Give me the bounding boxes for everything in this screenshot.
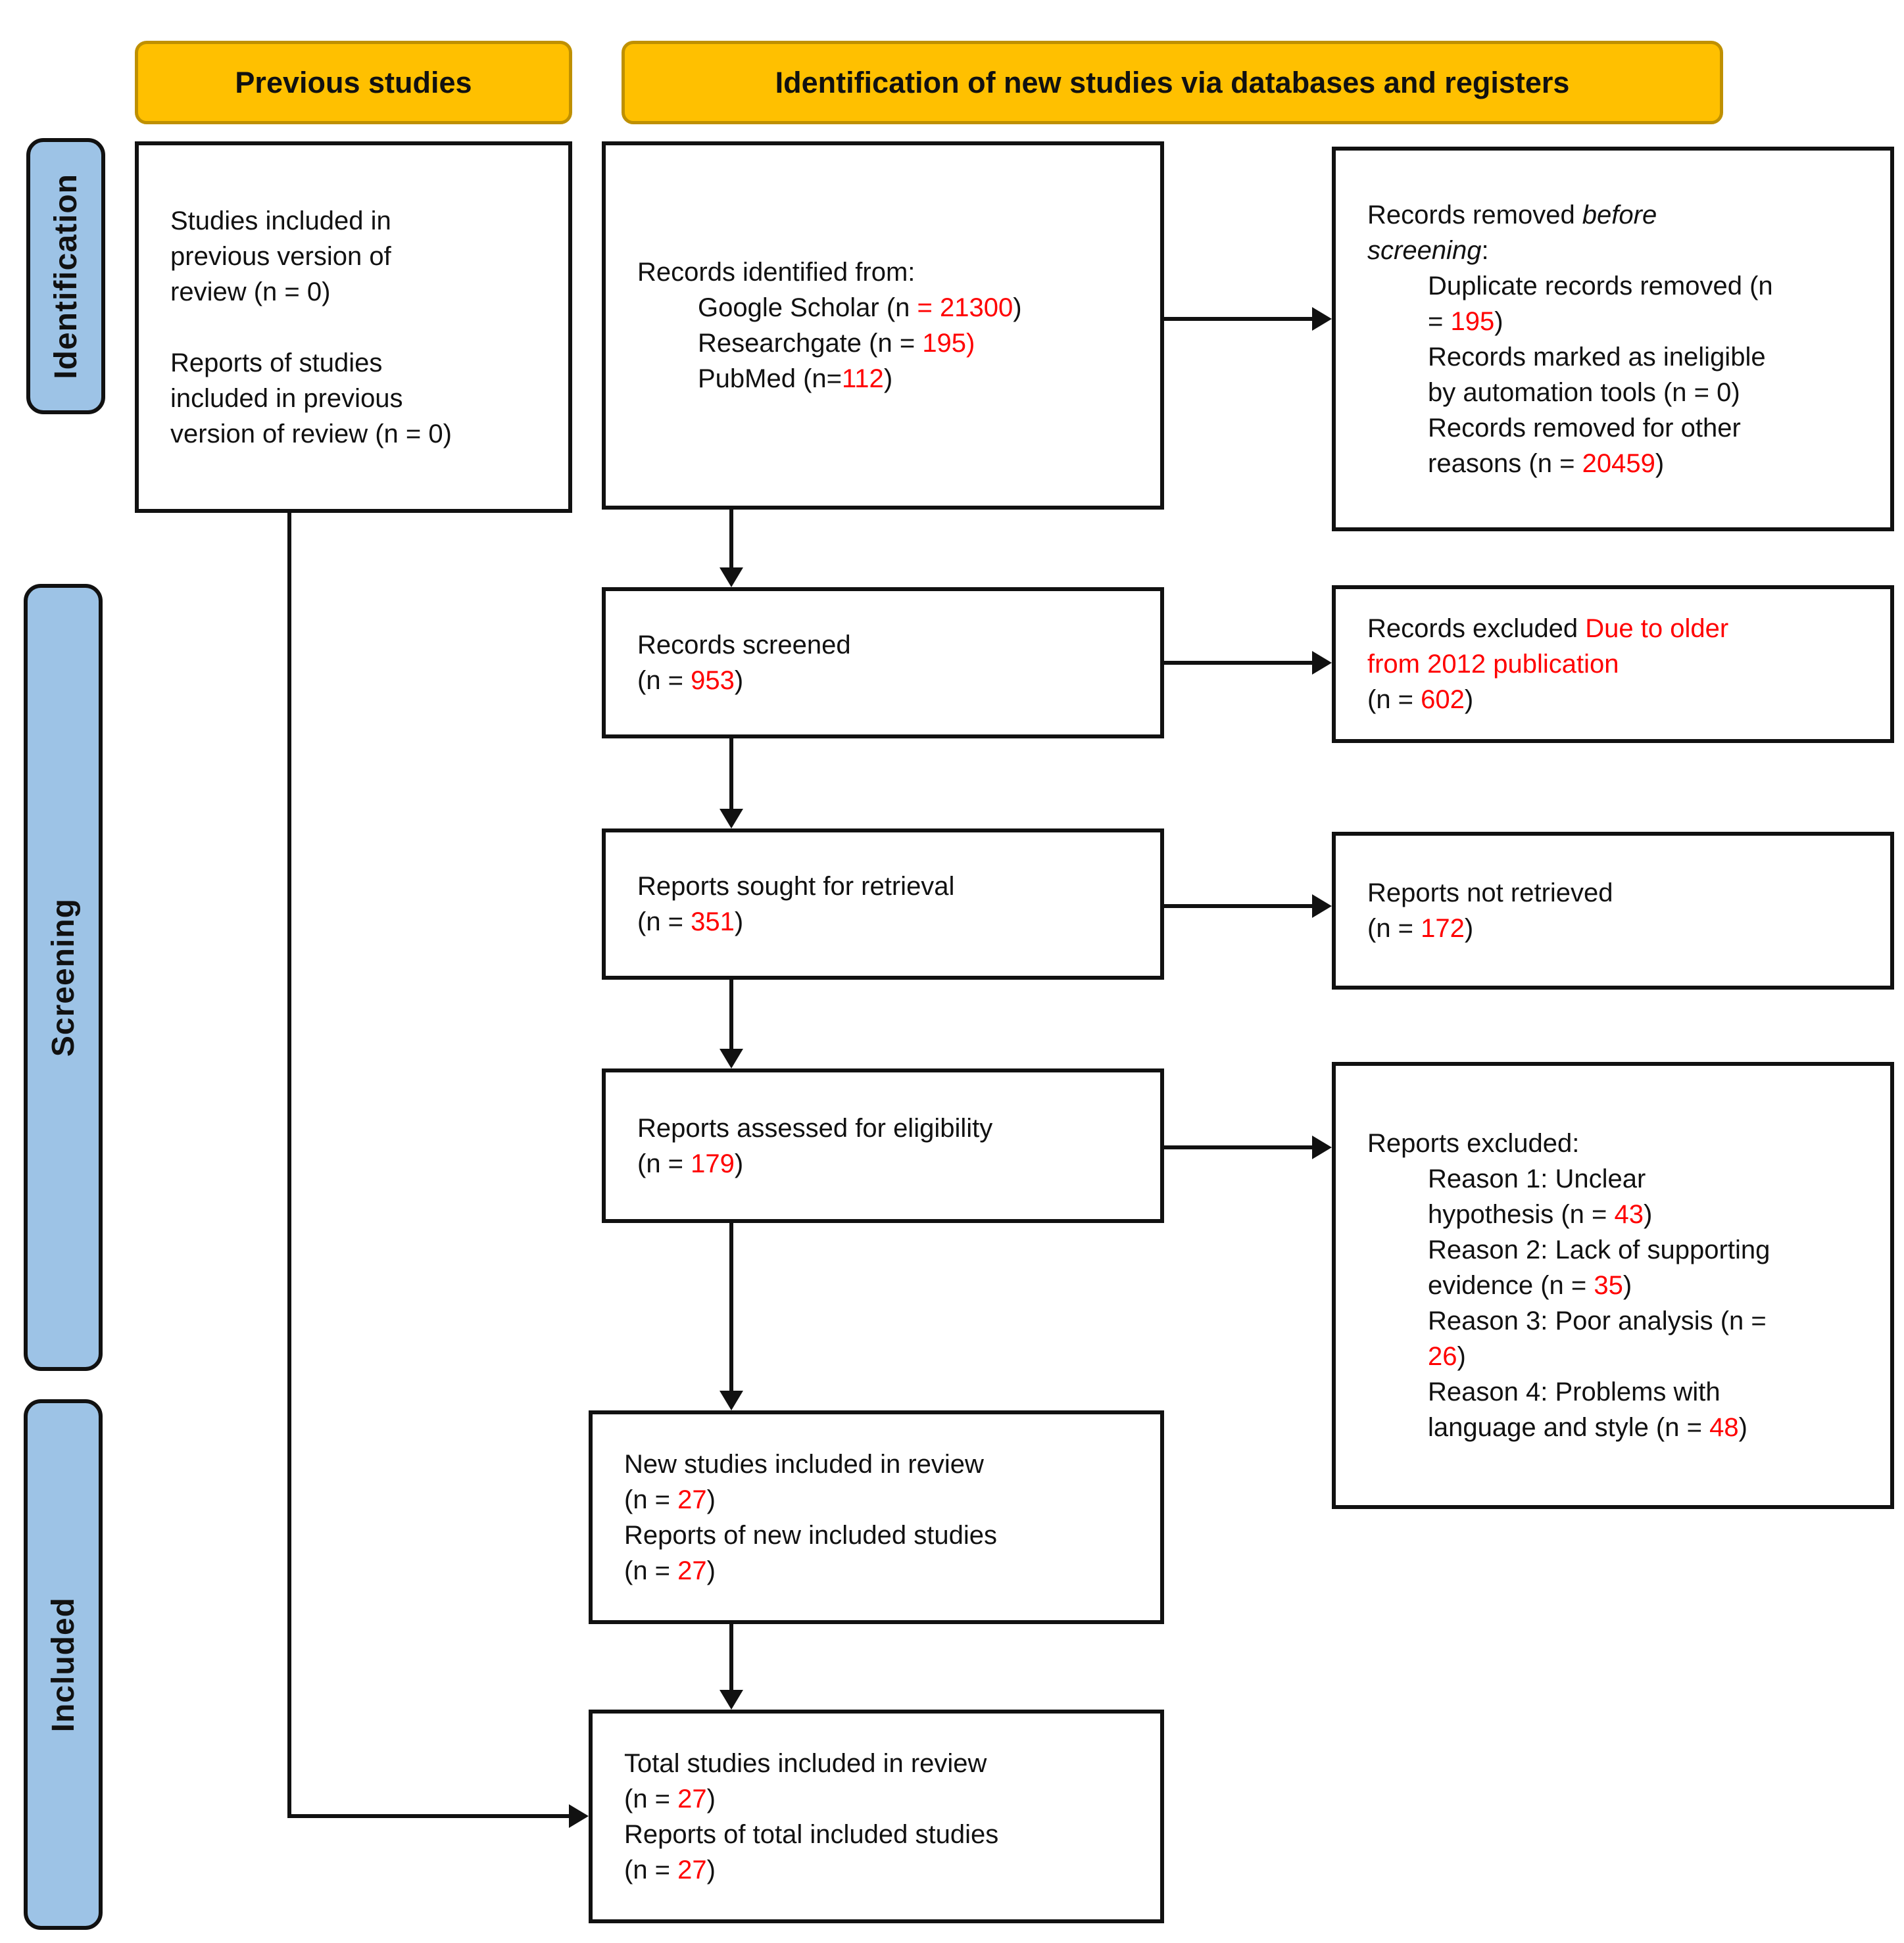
text-line: (n = 179) xyxy=(637,1149,744,1178)
box-reports-sought: Reports sought for retrieval (n = 351) xyxy=(602,828,1164,980)
sidebar-phase-identification: Identification xyxy=(26,138,105,414)
text-line: language and style (n = 48) xyxy=(1428,1413,1747,1442)
text-line: PubMed (n=112) xyxy=(698,364,893,393)
text-line: (n = 953) xyxy=(637,666,744,695)
text-line: Duplicate records removed (n xyxy=(1428,271,1773,300)
text-line: evidence (n = 35) xyxy=(1428,1271,1632,1300)
header-previous-studies: Previous studies xyxy=(135,41,572,124)
arrowhead-sought-to-assessed xyxy=(720,1049,743,1068)
text-line: version of review (n = 0) xyxy=(170,419,452,448)
text-line: Reports sought for retrieval xyxy=(637,872,955,901)
arrowhead-new-to-total-studies xyxy=(720,1690,743,1710)
text-line: New studies included in review xyxy=(624,1449,984,1479)
box-new-studies-included: New studies included in review (n = 27) Re… xyxy=(589,1410,1164,1624)
text-line: Studies included in xyxy=(170,206,391,235)
text-line: Reason 3: Poor analysis (n = xyxy=(1428,1307,1767,1335)
box-records-removed: Records removed before screening: Duplicat… xyxy=(1332,147,1894,531)
box-total-studies-included: Total studies included in review (n = 27)… xyxy=(589,1710,1164,1923)
text-line: (n = 172) xyxy=(1367,914,1474,943)
arrowhead-sought-to-not-retrieved xyxy=(1312,894,1332,918)
header-previous-studies-label: Previous studies xyxy=(235,65,472,99)
box-records-screened: Records screened (n = 953) xyxy=(602,587,1164,738)
box-reports-not-retrieved: Reports not retrieved (n = 172) xyxy=(1332,832,1894,990)
text-line: Records excluded Due to older xyxy=(1367,614,1729,643)
sidebar-phase-screening: Screening xyxy=(24,584,103,1371)
text-line: = 195) xyxy=(1428,306,1503,336)
box-reports-assessed: Reports assessed for eligibility (n = 179… xyxy=(602,1068,1164,1223)
arrowhead-identified-to-removed xyxy=(1312,307,1332,331)
arrowhead-assessed-to-new-studies xyxy=(720,1391,743,1410)
text-line: Reports excluded: xyxy=(1367,1129,1580,1158)
text-line: Records marked as ineligible xyxy=(1428,342,1766,372)
arrowhead-screened-to-sought xyxy=(720,809,743,828)
header-identification-new-studies-label: Identification of new studies via databa… xyxy=(775,65,1570,99)
text-line: Reason 4: Problems with xyxy=(1428,1378,1721,1406)
text-line: Reason 1: Unclear xyxy=(1428,1164,1646,1193)
text-line: by automation tools (n = 0) xyxy=(1428,377,1740,407)
text-line: reasons (n = 20459) xyxy=(1428,448,1665,478)
sidebar-phase-identification-label: Identification xyxy=(48,173,84,379)
text-line xyxy=(170,310,550,345)
text-line: (n = 351) xyxy=(637,907,744,936)
text-line: (n = 27) xyxy=(624,1556,716,1585)
text-line: screening: xyxy=(1367,235,1489,265)
text-line: Google Scholar (n = 21300) xyxy=(698,293,1022,322)
arrowhead-assessed-to-reports-excluded xyxy=(1312,1136,1332,1159)
sidebar-phase-screening-label: Screening xyxy=(45,898,81,1057)
text-line: Reason 2: Lack of supporting xyxy=(1428,1235,1770,1264)
sidebar-phase-included-label: Included xyxy=(45,1596,81,1733)
text-line: (n = 27) xyxy=(624,1784,716,1813)
text-line: Reports of new included studies xyxy=(624,1520,997,1550)
text-line: Records removed for other xyxy=(1428,413,1741,443)
box-records-excluded: Records excluded Due to older from 2012 p… xyxy=(1332,585,1894,743)
arrow-previous-to-total-studies xyxy=(287,513,570,1818)
text-line: Total studies included in review xyxy=(624,1748,987,1778)
text-line: Records removed before xyxy=(1367,200,1657,229)
text-line: Records identified from: xyxy=(637,258,915,287)
box-reports-excluded: Reports excluded: Reason 1: Unclear hypoth… xyxy=(1332,1062,1894,1509)
text-line: hypothesis (n = 43) xyxy=(1428,1200,1653,1229)
header-identification-new-studies: Identification of new studies via databa… xyxy=(622,41,1723,124)
text-line: review (n = 0) xyxy=(170,277,331,306)
text-line: Reports assessed for eligibility xyxy=(637,1113,993,1143)
text-line: 26) xyxy=(1428,1342,1466,1371)
text-line: (n = 602) xyxy=(1367,685,1474,714)
arrowhead-previous-to-total-studies xyxy=(569,1804,589,1828)
box-previous-studies: Studies included in previous version of re… xyxy=(135,141,572,513)
box-records-identified: Records identified from: Google Scholar (… xyxy=(602,141,1164,510)
text-line: (n = 27) xyxy=(624,1485,716,1514)
text-line: Reports not retrieved xyxy=(1367,878,1613,907)
text-line: (n = 27) xyxy=(624,1855,716,1884)
arrowhead-identified-to-screened xyxy=(720,567,743,587)
arrowhead-screened-to-excluded xyxy=(1312,651,1332,675)
text-line: Records screened xyxy=(637,631,851,660)
text-line: from 2012 publication xyxy=(1367,650,1619,679)
text-line: previous version of xyxy=(170,241,391,271)
text-line: Researchgate (n = 195) xyxy=(698,329,975,358)
sidebar-phase-included: Included xyxy=(24,1399,103,1930)
text-line: Reports of studies xyxy=(170,348,383,377)
text-line: Reports of total included studies xyxy=(624,1819,999,1849)
text-line: included in previous xyxy=(170,383,403,413)
